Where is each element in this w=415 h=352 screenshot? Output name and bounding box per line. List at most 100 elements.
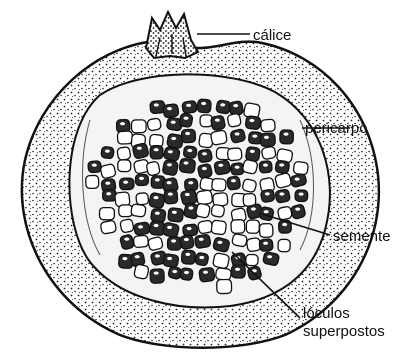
seed-highlight [155, 212, 160, 215]
seed [293, 161, 308, 175]
seed-highlight [265, 192, 270, 195]
calyx-crown [146, 12, 198, 58]
seed-highlight [171, 121, 176, 124]
seed-highlight [263, 164, 268, 167]
seed-highlight [218, 164, 223, 167]
seed [149, 192, 166, 209]
seed-highlight [231, 179, 236, 182]
seed-highlight [199, 256, 204, 259]
seed [197, 99, 211, 113]
seed-highlight [154, 196, 159, 199]
seed [260, 189, 275, 203]
seed [210, 130, 227, 145]
seed-highlight [167, 163, 172, 166]
seed [146, 161, 160, 176]
seed-highlight [279, 192, 284, 195]
seed-highlight [295, 208, 300, 211]
seed [227, 148, 242, 161]
seed-highlight [184, 271, 189, 274]
seed [149, 221, 165, 236]
seed [100, 163, 116, 178]
seed-highlight [202, 152, 207, 155]
seed [150, 146, 163, 159]
seed [199, 267, 215, 282]
seed-highlight [202, 167, 207, 170]
seed [103, 190, 116, 201]
seed [168, 208, 184, 223]
seed [195, 203, 210, 218]
seed [211, 220, 227, 235]
seed [214, 160, 231, 175]
label-pericarp: pericarpo [305, 120, 368, 137]
seed [246, 220, 259, 233]
seed-highlight [135, 255, 140, 258]
seed [150, 100, 165, 113]
seed-highlight [184, 117, 189, 120]
seed-highlight [167, 181, 172, 184]
seed-highlight [124, 238, 129, 241]
seed-highlight [199, 238, 204, 241]
seed [150, 269, 164, 284]
seed [150, 208, 166, 222]
seed-highlight [123, 181, 128, 184]
seed-highlight [252, 135, 257, 138]
seed-highlight [168, 150, 173, 153]
seed [196, 190, 213, 205]
seed [259, 161, 272, 173]
seed-highlight [185, 132, 190, 135]
seed [86, 175, 99, 188]
seed [133, 235, 148, 248]
seed [179, 158, 196, 173]
seed [242, 178, 257, 192]
seed [275, 160, 290, 174]
seed-highlight [267, 255, 272, 258]
seed-highlight [220, 103, 225, 106]
seed [179, 235, 194, 250]
seed [232, 233, 248, 247]
seed [259, 223, 273, 237]
seed [180, 268, 194, 281]
seed-highlight [187, 149, 192, 152]
seed [117, 147, 131, 161]
seed-highlight [167, 257, 172, 260]
seed-highlight [188, 181, 193, 184]
seed [210, 115, 225, 131]
seed-highlight [235, 132, 240, 135]
seed-highlight [235, 268, 240, 271]
seed [163, 254, 179, 268]
seed [261, 119, 276, 132]
seed-highlight [217, 241, 222, 244]
seed [227, 176, 241, 190]
seed-highlight [105, 150, 110, 153]
label-locules-line2: superpostos [303, 323, 385, 340]
seed-highlight [154, 148, 159, 151]
seed-highlight [185, 193, 190, 196]
seed [147, 118, 162, 131]
seed [212, 178, 227, 191]
seed [211, 204, 225, 217]
seed-highlight [284, 133, 289, 136]
seed [259, 206, 274, 221]
seed-highlight [251, 207, 256, 210]
seed-highlight [282, 223, 287, 226]
seed-highlight [264, 136, 269, 139]
seed [275, 189, 291, 204]
seed [215, 268, 231, 281]
seed-highlight [187, 227, 192, 230]
seed-highlight [137, 147, 142, 150]
label-calyx: cálice [253, 27, 291, 44]
seed [183, 224, 198, 236]
seed-highlight [168, 193, 173, 196]
seed [163, 104, 179, 118]
seed [194, 234, 211, 249]
seed-highlight [250, 150, 255, 153]
seed-highlight [139, 177, 144, 180]
seed [147, 236, 163, 251]
seed-highlight [155, 254, 160, 257]
seed [131, 120, 146, 133]
seed [195, 252, 209, 266]
seed-highlight [233, 104, 238, 107]
seed [217, 279, 232, 293]
seed [227, 113, 242, 127]
